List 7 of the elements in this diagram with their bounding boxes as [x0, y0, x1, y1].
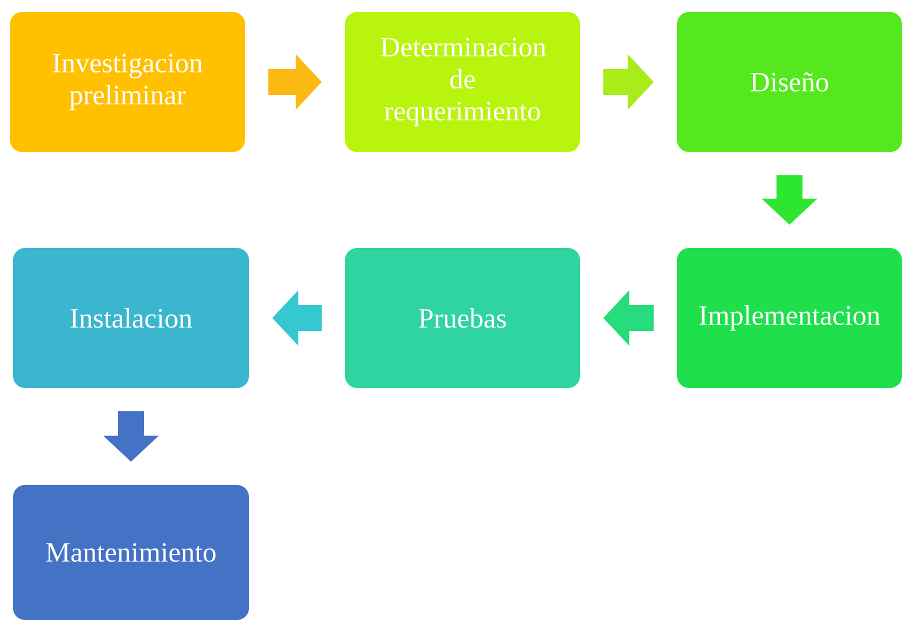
process-box: Pruebas	[345, 248, 580, 388]
process-box: Instalacion	[13, 248, 249, 388]
process-box: Mantenimiento	[13, 484, 249, 620]
process-box: Determinacion de requerimiento	[345, 12, 580, 152]
process-box: Implementacion	[677, 248, 902, 388]
process-box: Diseño	[677, 12, 902, 152]
process-box: Investigacion preliminar	[10, 12, 245, 152]
